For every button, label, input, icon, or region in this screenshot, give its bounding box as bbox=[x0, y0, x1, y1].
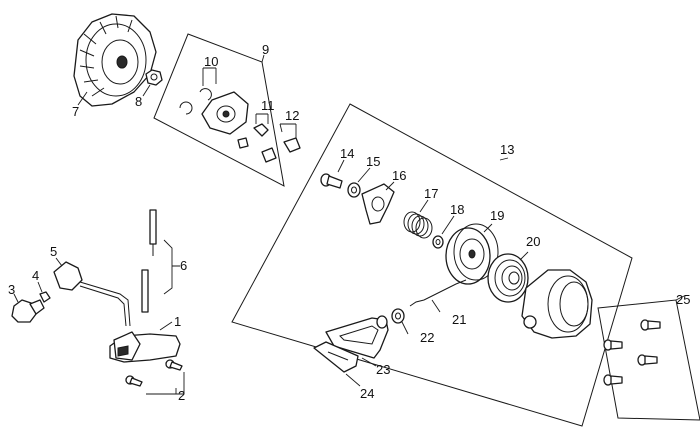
handle-insert-part[interactable] bbox=[313, 341, 359, 373]
coil-screw-part[interactable] bbox=[125, 359, 183, 387]
plug-cap-part[interactable] bbox=[53, 261, 131, 327]
callout-17: 17 bbox=[424, 186, 438, 201]
callout-5: 5 bbox=[50, 244, 57, 259]
ignition-coil-part[interactable] bbox=[109, 331, 181, 363]
callout-1: 1 bbox=[174, 314, 181, 329]
pawl-part[interactable] bbox=[261, 137, 301, 163]
callout-18: 18 bbox=[450, 202, 464, 217]
callout-19: 19 bbox=[490, 208, 504, 223]
callout-24: 24 bbox=[360, 386, 374, 401]
starter-cam-part[interactable] bbox=[361, 183, 395, 225]
callout-10: 10 bbox=[204, 54, 218, 69]
callout-21: 21 bbox=[452, 312, 466, 327]
callout-25: 25 bbox=[676, 292, 690, 307]
callout-15: 15 bbox=[366, 154, 380, 169]
callout-12: 12 bbox=[285, 108, 299, 123]
callout-3: 3 bbox=[8, 282, 15, 297]
screw-set-part[interactable] bbox=[603, 319, 661, 386]
callout-11: 11 bbox=[261, 98, 275, 113]
callout-14: 14 bbox=[340, 146, 354, 161]
compression-spring-part[interactable] bbox=[403, 211, 433, 239]
callout-7: 7 bbox=[72, 104, 79, 119]
callout-23: 23 bbox=[376, 362, 390, 377]
rope-bushing-part[interactable] bbox=[391, 308, 405, 324]
callout-4: 4 bbox=[32, 268, 39, 283]
small-washer-part[interactable] bbox=[432, 235, 444, 249]
recoil-spring-part[interactable] bbox=[487, 253, 529, 303]
kit-9-frame bbox=[153, 33, 285, 187]
screw-part[interactable] bbox=[320, 173, 343, 189]
callout-22: 22 bbox=[420, 330, 434, 345]
callout-6: 6 bbox=[180, 258, 187, 273]
washer-part[interactable] bbox=[347, 182, 361, 198]
spring-part[interactable] bbox=[237, 123, 269, 149]
starter-housing-part[interactable] bbox=[521, 269, 593, 339]
circlip-part[interactable] bbox=[179, 88, 212, 115]
starter-pulley-part[interactable] bbox=[445, 223, 499, 285]
starter-rope-part[interactable] bbox=[409, 279, 467, 307]
stop-wire-part[interactable] bbox=[141, 209, 157, 313]
callout-13: 13 bbox=[500, 142, 514, 157]
starter-13-frame bbox=[231, 103, 633, 427]
callout-2: 2 bbox=[178, 388, 185, 403]
callout-20: 20 bbox=[526, 234, 540, 249]
flywheel-part[interactable] bbox=[73, 13, 157, 107]
callout-9: 9 bbox=[262, 42, 269, 57]
pawl-carrier-part[interactable] bbox=[201, 91, 249, 135]
plug-terminal-part[interactable] bbox=[39, 291, 51, 303]
spark-plug-part[interactable] bbox=[11, 299, 45, 323]
nut-part[interactable] bbox=[145, 69, 163, 86]
callout-16: 16 bbox=[392, 168, 406, 183]
callout-8: 8 bbox=[135, 94, 142, 109]
